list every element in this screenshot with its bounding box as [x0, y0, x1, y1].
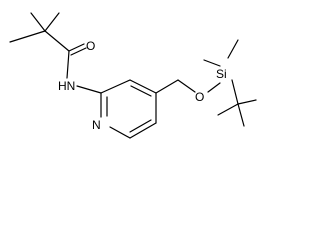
bond-ch2-to-o	[177, 79, 196, 93]
tbdms-group	[203, 39, 257, 127]
ring-bond-c2-c3	[100, 79, 131, 94]
bond-tbu-methyl-left	[217, 103, 239, 116]
bond-ring-to-ch2	[155, 79, 179, 94]
bond-methyl-top-left	[30, 12, 46, 32]
ring-double-c5-c6-inner	[129, 119, 152, 133]
bond-si-methyl-up-right	[227, 39, 239, 59]
bond-tbu-methyl-down	[237, 103, 245, 127]
bond-carbonyl-double-2	[70, 47, 87, 56]
molecule-structure-diagram: O HN N O Si	[9, 12, 257, 139]
carbonyl-oxygen-label: O	[86, 39, 95, 53]
bond-tbu-methyl-right	[237, 99, 257, 105]
bond-carbonyl-double-1	[68, 43, 85, 52]
bond-methyl-top-right	[44, 12, 60, 32]
silicon-label: Si	[216, 67, 227, 81]
pyridine-ring	[100, 79, 157, 139]
pyridine-nitrogen-label: N	[92, 118, 101, 132]
bond-methyl-left	[9, 30, 46, 43]
bond-si-to-quaternary	[231, 79, 239, 105]
bond-quaternary-to-carbonyl	[44, 30, 70, 52]
bond-si-methyl-up-left	[203, 59, 221, 67]
bond-o-to-si	[207, 82, 221, 93]
bond-nh-to-ring	[76, 85, 102, 94]
pivaloyl-group	[9, 12, 87, 79]
ring-double-c3-c4-inner	[130, 85, 152, 97]
bond-carbonyl-to-nh	[66, 50, 70, 79]
ring-bond-c6-n	[109, 126, 131, 139]
ring-bond-c5-c6	[129, 122, 157, 139]
amide-nh-label: HN	[58, 79, 75, 93]
ether-oxygen-label: O	[195, 90, 204, 104]
ring-bond-c3-c4	[129, 79, 157, 94]
